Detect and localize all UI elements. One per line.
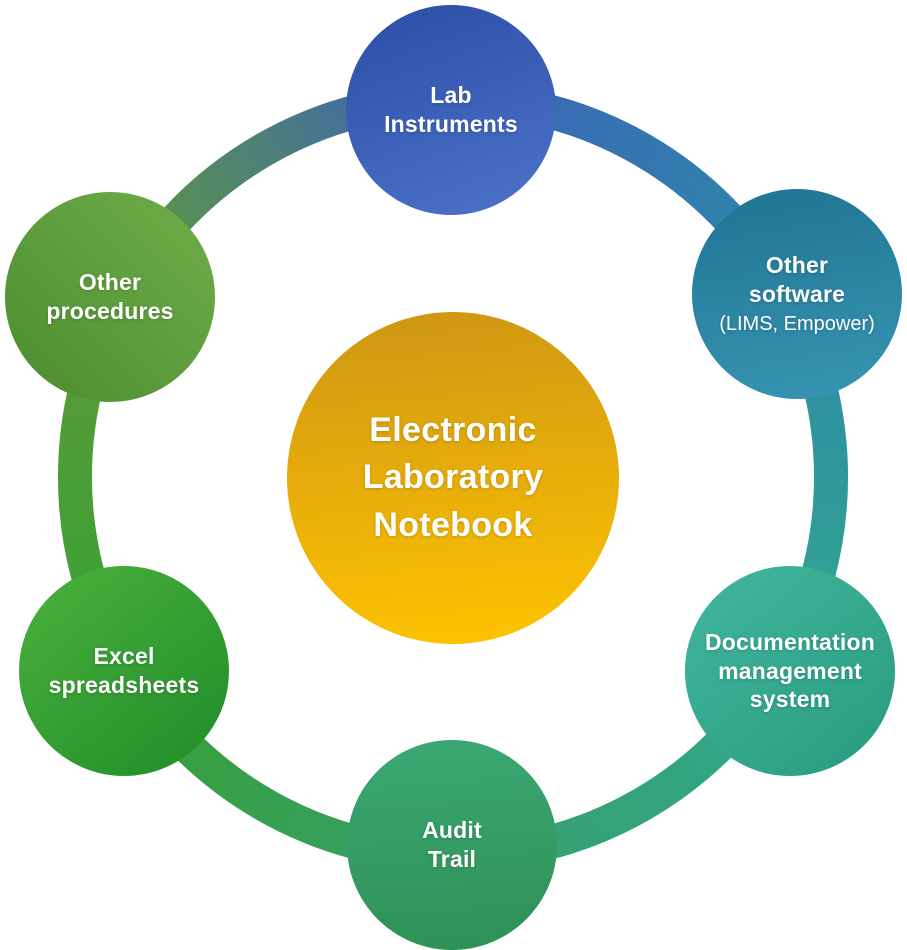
- node-sub-label: (LIMS, Empower): [719, 313, 875, 336]
